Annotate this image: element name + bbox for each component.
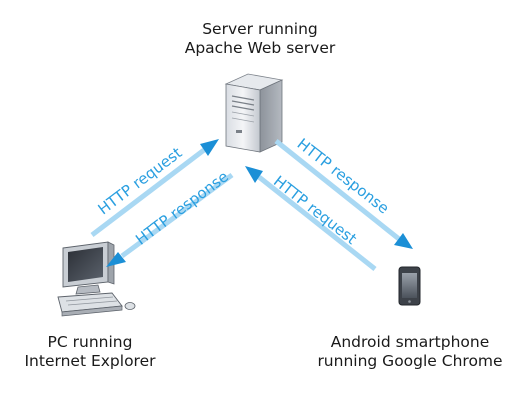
phone-label: Android smartphone running Google Chrome: [300, 333, 520, 371]
pc-label-line2: Internet Explorer: [24, 352, 156, 370]
server-label: Server running Apache Web server: [140, 20, 380, 58]
smartphone-icon: [398, 266, 421, 306]
desktop-computer-icon: [57, 241, 136, 317]
phone-label-line1: Android smartphone: [330, 333, 490, 351]
pc-label-line1: PC running: [47, 333, 133, 351]
phone-label-line2: running Google Chrome: [317, 352, 503, 370]
server-label-line1: Server running: [202, 20, 318, 38]
server-label-line2: Apache Web server: [184, 39, 336, 57]
pc-label: PC running Internet Explorer: [10, 333, 170, 371]
server-tower-icon: [224, 73, 284, 153]
